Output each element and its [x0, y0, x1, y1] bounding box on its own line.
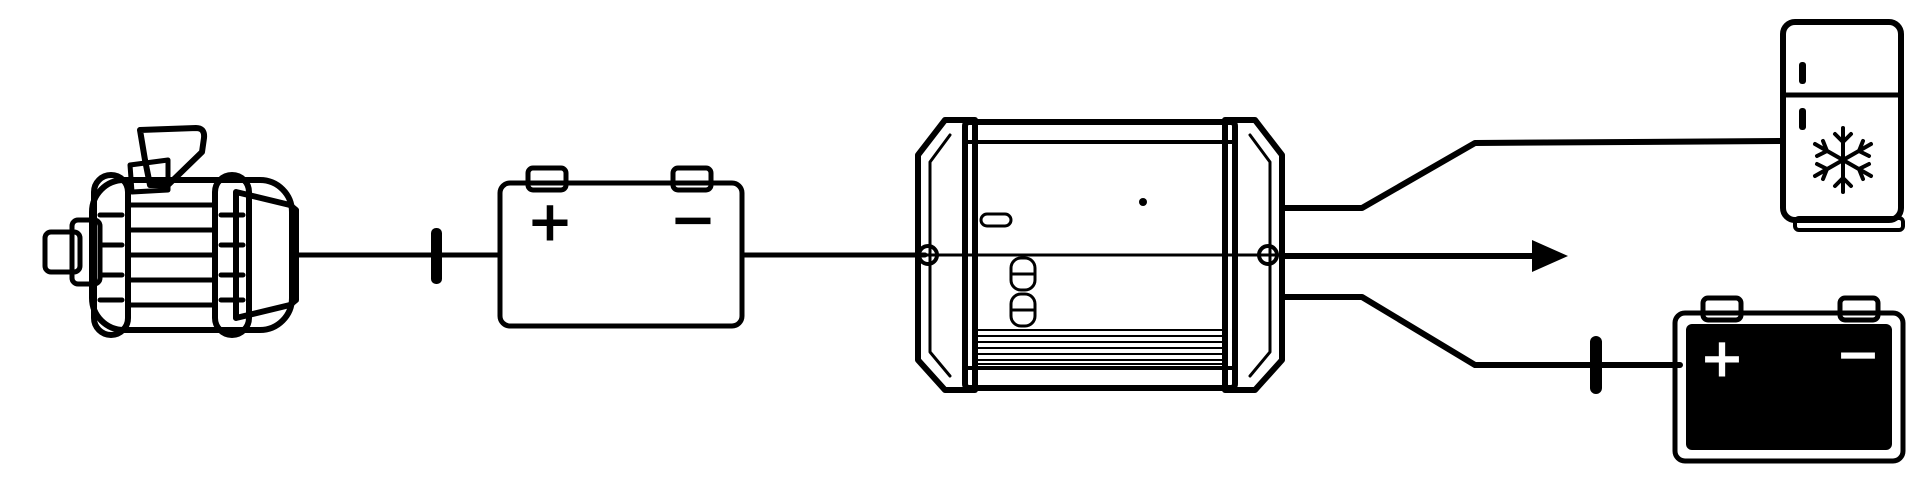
alternator-icon: [42, 125, 299, 338]
auxiliary-battery: + −: [1672, 295, 1906, 464]
heat-sink: [977, 329, 1223, 365]
starter-battery: + −: [497, 165, 745, 329]
battery-icon: [1686, 324, 1892, 450]
aux-negative-terminal-label: −: [1835, 323, 1880, 386]
fuse-1: [431, 228, 442, 284]
output-arrow-icon: [1532, 240, 1568, 272]
wires: [295, 138, 1786, 394]
snowflake-icon: [1813, 126, 1873, 194]
negative-terminal-label: −: [670, 188, 717, 253]
refrigerator: [1780, 19, 1905, 232]
wire-charger-to-fridge: [1279, 138, 1786, 211]
wire-charger-to-aux-battery: [1279, 294, 1683, 368]
battery-icon: [497, 180, 745, 329]
led-indicator: [1139, 198, 1147, 206]
fuse-2: [1590, 336, 1602, 394]
fridge-icon: [1780, 19, 1904, 223]
charger-box-icon: [915, 117, 1285, 393]
positive-terminal-label: +: [527, 190, 574, 255]
status-light: [979, 212, 1013, 228]
terminal-slots: [1009, 256, 1037, 328]
aux-positive-terminal-label: +: [1699, 327, 1744, 390]
